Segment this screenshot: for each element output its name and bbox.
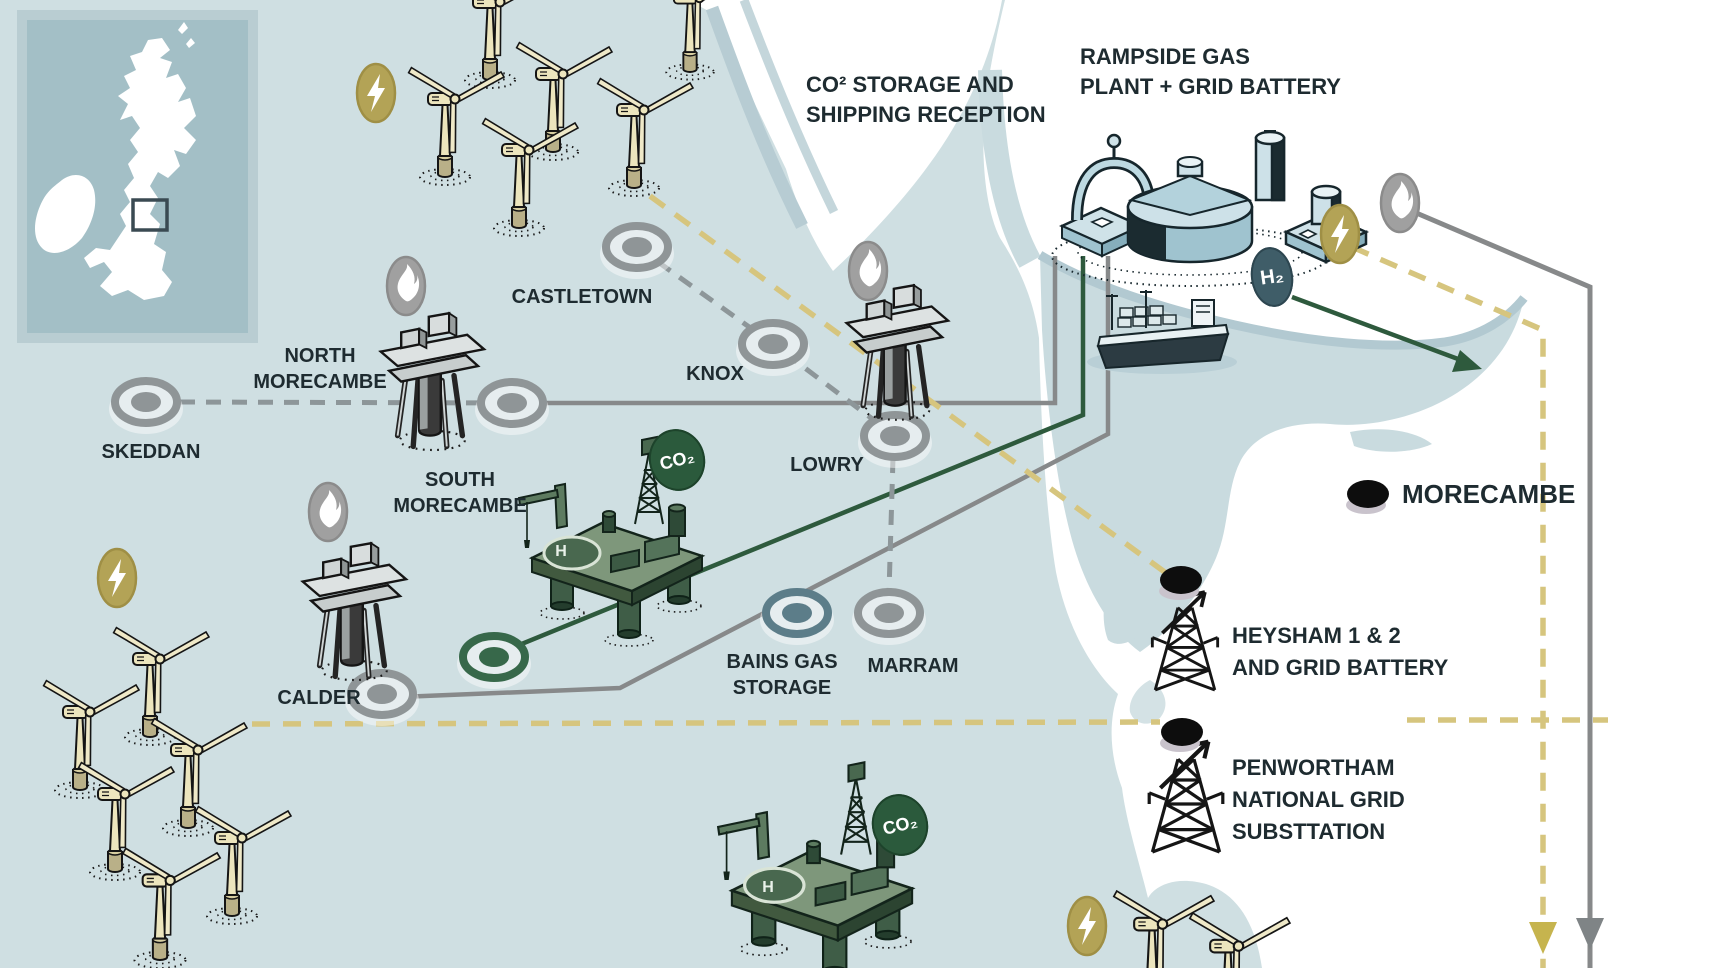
label-castletown: CASTLETOWN	[511, 286, 653, 308]
wellhead-marker-skeddan	[109, 381, 183, 434]
label-penwortham: PENWORTHAM NATIONAL GRID SUBSTTATION	[1232, 755, 1405, 844]
label-morecambe-town: MORECAMBE	[1402, 479, 1576, 509]
wind-farm-west	[42, 616, 291, 968]
drilling-rig-south	[716, 760, 914, 968]
wind-farm-north	[407, 0, 746, 236]
helipad-letter-1: H	[555, 543, 567, 560]
ireland-silhouette	[35, 175, 96, 253]
label-north-morecambe: NORTH MORECAMBE	[253, 345, 387, 393]
grey-arrowhead	[1576, 918, 1604, 950]
co2-shipping-vessel-icon	[1087, 290, 1237, 374]
cable-yellow-horizontal	[251, 717, 1608, 727]
wellhead-marker-bains-gas-storage	[760, 592, 834, 645]
wellhead-marker-castletown	[600, 226, 674, 279]
wellhead-marker-lowry	[858, 415, 932, 468]
electricity-icon-rampside	[1319, 203, 1361, 265]
gas-icon-south-morecambe	[307, 481, 349, 543]
label-knox: KNOX	[686, 363, 744, 385]
label-co2-storage: CO² STORAGE AND SHIPPING RECEPTION	[806, 70, 1046, 130]
electricity-icon-north-windfarm	[355, 62, 397, 124]
label-rampside: RAMPSIDE GAS PLANT + GRID BATTERY	[1080, 42, 1341, 102]
great-britain-silhouette	[84, 38, 196, 300]
wellhead-marker-north-morecambe-east	[475, 382, 549, 435]
yellow-arrowhead	[1529, 922, 1557, 954]
label-skeddan: SKEDDAN	[101, 441, 201, 463]
gas-platform-north-morecambe	[381, 313, 484, 450]
label-rampside-line2: PLANT + GRID BATTERY	[1080, 74, 1341, 99]
label-south-morecambe: SOUTH MORECAMBE	[393, 469, 527, 517]
label-lowry: LOWRY	[790, 454, 864, 476]
arrow-green-hydrogen	[1291, 294, 1482, 372]
gas-icon-rampside	[1379, 172, 1421, 234]
gas-icon-lowry	[847, 240, 889, 302]
label-bains: BAINS GAS STORAGE	[726, 651, 838, 699]
label-calder: CALDER	[277, 687, 361, 709]
town-dot-morecambe	[1346, 480, 1389, 514]
label-co2-storage-line1: CO² STORAGE AND	[806, 72, 1014, 97]
pipeline-grey-north	[512, 256, 1058, 406]
gas-icon-north-morecambe	[385, 255, 427, 317]
town-dot-penwortham	[1160, 718, 1203, 752]
wellhead-marker-co2-injection	[457, 636, 531, 689]
label-co2-storage-line2: SHIPPING RECEPTION	[806, 102, 1046, 127]
gas-platform-calder	[303, 543, 406, 680]
wellhead-marker-knox	[736, 323, 810, 376]
electricity-icon-south-windfarm	[1066, 895, 1108, 957]
uk-inset-map	[17, 10, 258, 343]
label-rampside-line1: RAMPSIDE GAS	[1080, 44, 1250, 69]
wellhead-marker-marram	[852, 592, 926, 645]
cable-yellow-export	[1350, 244, 1557, 968]
inset-map-marker	[131, 198, 169, 232]
electricity-icon-west-windfarm	[96, 547, 138, 609]
label-heysham: HEYSHAM 1 & 2 AND GRID BATTERY	[1232, 623, 1449, 680]
town-dot-heysham	[1159, 566, 1202, 600]
helipad-letter-2: H	[762, 879, 774, 896]
label-marram: MARRAM	[867, 655, 959, 677]
line-grey-export	[1413, 209, 1604, 968]
